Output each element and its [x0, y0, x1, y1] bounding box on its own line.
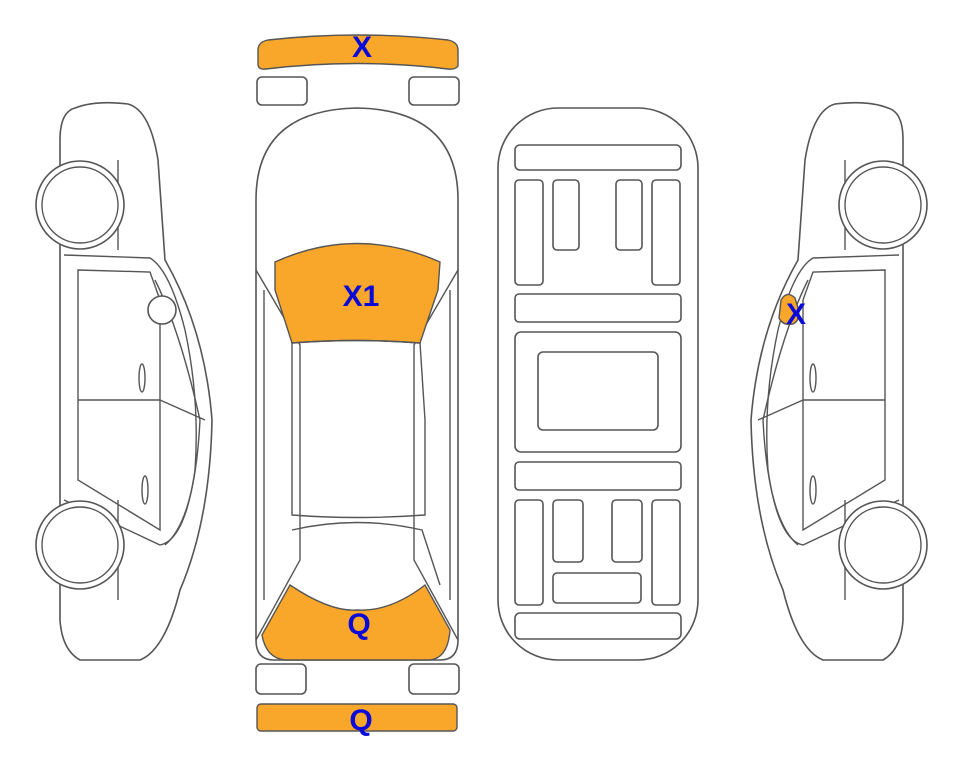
top-view: X X1 Q Q	[255, 31, 460, 737]
hood-label: X1	[343, 280, 380, 313]
right-taillight	[408, 663, 460, 695]
right-mirror-damage[interactable]	[778, 293, 800, 326]
front-bumper-damage[interactable]	[257, 34, 459, 70]
right-side-view	[750, 101, 928, 661]
underside-view	[497, 107, 699, 661]
left-taillight	[255, 663, 307, 695]
rear-bumper-damage[interactable]	[256, 703, 458, 732]
left-rear-wheel	[35, 500, 125, 590]
right-mirror-label: X	[786, 298, 806, 331]
trunk-damage[interactable]	[261, 583, 451, 661]
left-front-wheel	[35, 160, 125, 250]
left-side-view	[35, 101, 213, 661]
rear-bumper-label: Q	[349, 704, 372, 737]
left-headlight	[256, 76, 308, 106]
trunk-label: Q	[347, 608, 370, 641]
right-headlight	[408, 76, 460, 106]
front-bumper-label: X	[352, 31, 372, 64]
